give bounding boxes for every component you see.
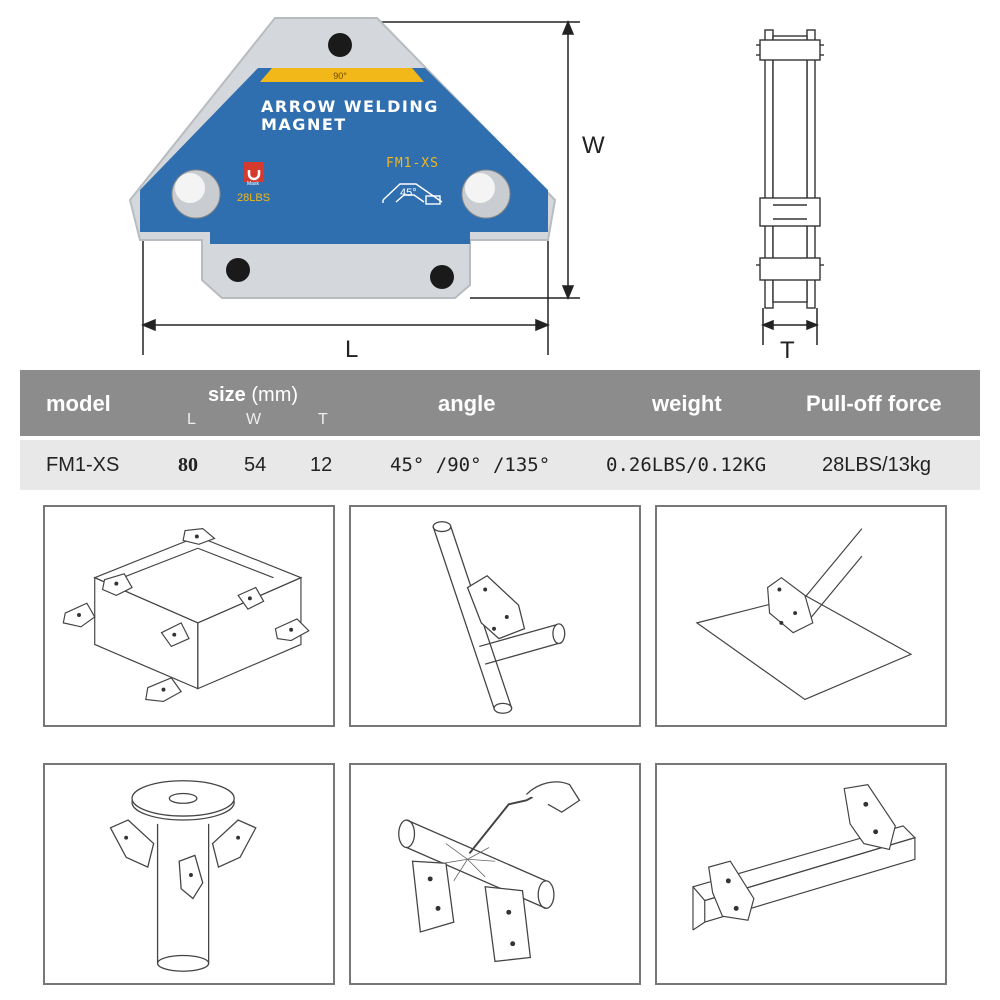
width-dimension [377,20,580,300]
arrow-magnet: 90° ARROW WELDING MAGNET FM1-XS 45° Mask… [128,17,557,299]
length-dimension [141,240,550,355]
usage-panel-tube-joint [349,505,641,727]
usage-panel-box-frame [43,505,335,727]
angle-45-icon [382,183,443,205]
tube-joint-illustration [432,521,566,714]
hole-bottom-right-icon [430,265,454,289]
thickness-dimension [760,308,820,345]
magnet-title-line2: MAGNET [261,115,347,134]
magnet-rating-label: 28LBS [237,192,270,204]
usage-panel-pipe-welding [349,763,641,985]
angle-frame-illustration [691,783,917,931]
usage-panel-flange [43,763,335,985]
flange-illustration [109,780,257,972]
usage-panel-angle-frame [655,763,947,985]
magnet-model-label: FM1-XS [386,156,439,171]
hole-top-icon [328,33,352,57]
sheet-illustration [695,528,913,701]
pipe-welding-illustration [398,781,581,963]
spec-table-header: model size (mm) L W T angle weight Pull-… [20,370,980,436]
magnet-yellow-stripe [260,68,424,82]
magnet-title-line1: ARROW WELDING [261,97,439,116]
magnet-angle-mark: 90° [333,71,347,81]
magnet-logo-text: Mask [247,181,259,187]
header-size-unit: (mm) [251,384,299,406]
product-drawing: 90° ARROW WELDING MAGNET FM1-XS 45° Mask… [128,17,824,364]
cell-thickness: 12 [310,454,333,476]
dim-label-w: W [582,132,605,159]
cell-width: 54 [244,454,267,476]
magnet-small-angle: 45° [400,187,417,199]
cell-model: FM1-XS [46,454,120,476]
dim-label-t: T [780,337,795,364]
box-frame-illustration [62,527,310,703]
magnet-blue-face [140,68,548,244]
cell-weight: 0.26LBS/0.12KG [606,454,767,476]
header-size-l: L [187,411,196,428]
header-model: model [46,391,111,416]
header-angle: angle [438,391,496,416]
header-size: size (mm) [208,384,298,407]
spec-table: model size (mm) L W T angle weight Pull-… [20,370,980,490]
magnet-side-view [756,29,824,309]
header-pull-off-force: Pull-off force [806,391,942,416]
spec-table-row: FM1-XS 80 54 12 45° /90° /135° 0.26LBS/0… [20,438,980,490]
hole-bottom-left-icon [226,258,250,282]
cell-length: 80 [178,454,198,476]
header-size-w: W [246,411,262,428]
header-size-label: size [208,384,246,406]
header-weight: weight [652,391,722,416]
header-size-t: T [318,411,328,428]
cell-pull-off-force: 28LBS/13kg [822,454,931,476]
dim-label-l: L [345,336,358,363]
cell-angle: 45° /90° /135° [390,454,551,476]
usage-panel-sheet [655,505,947,727]
